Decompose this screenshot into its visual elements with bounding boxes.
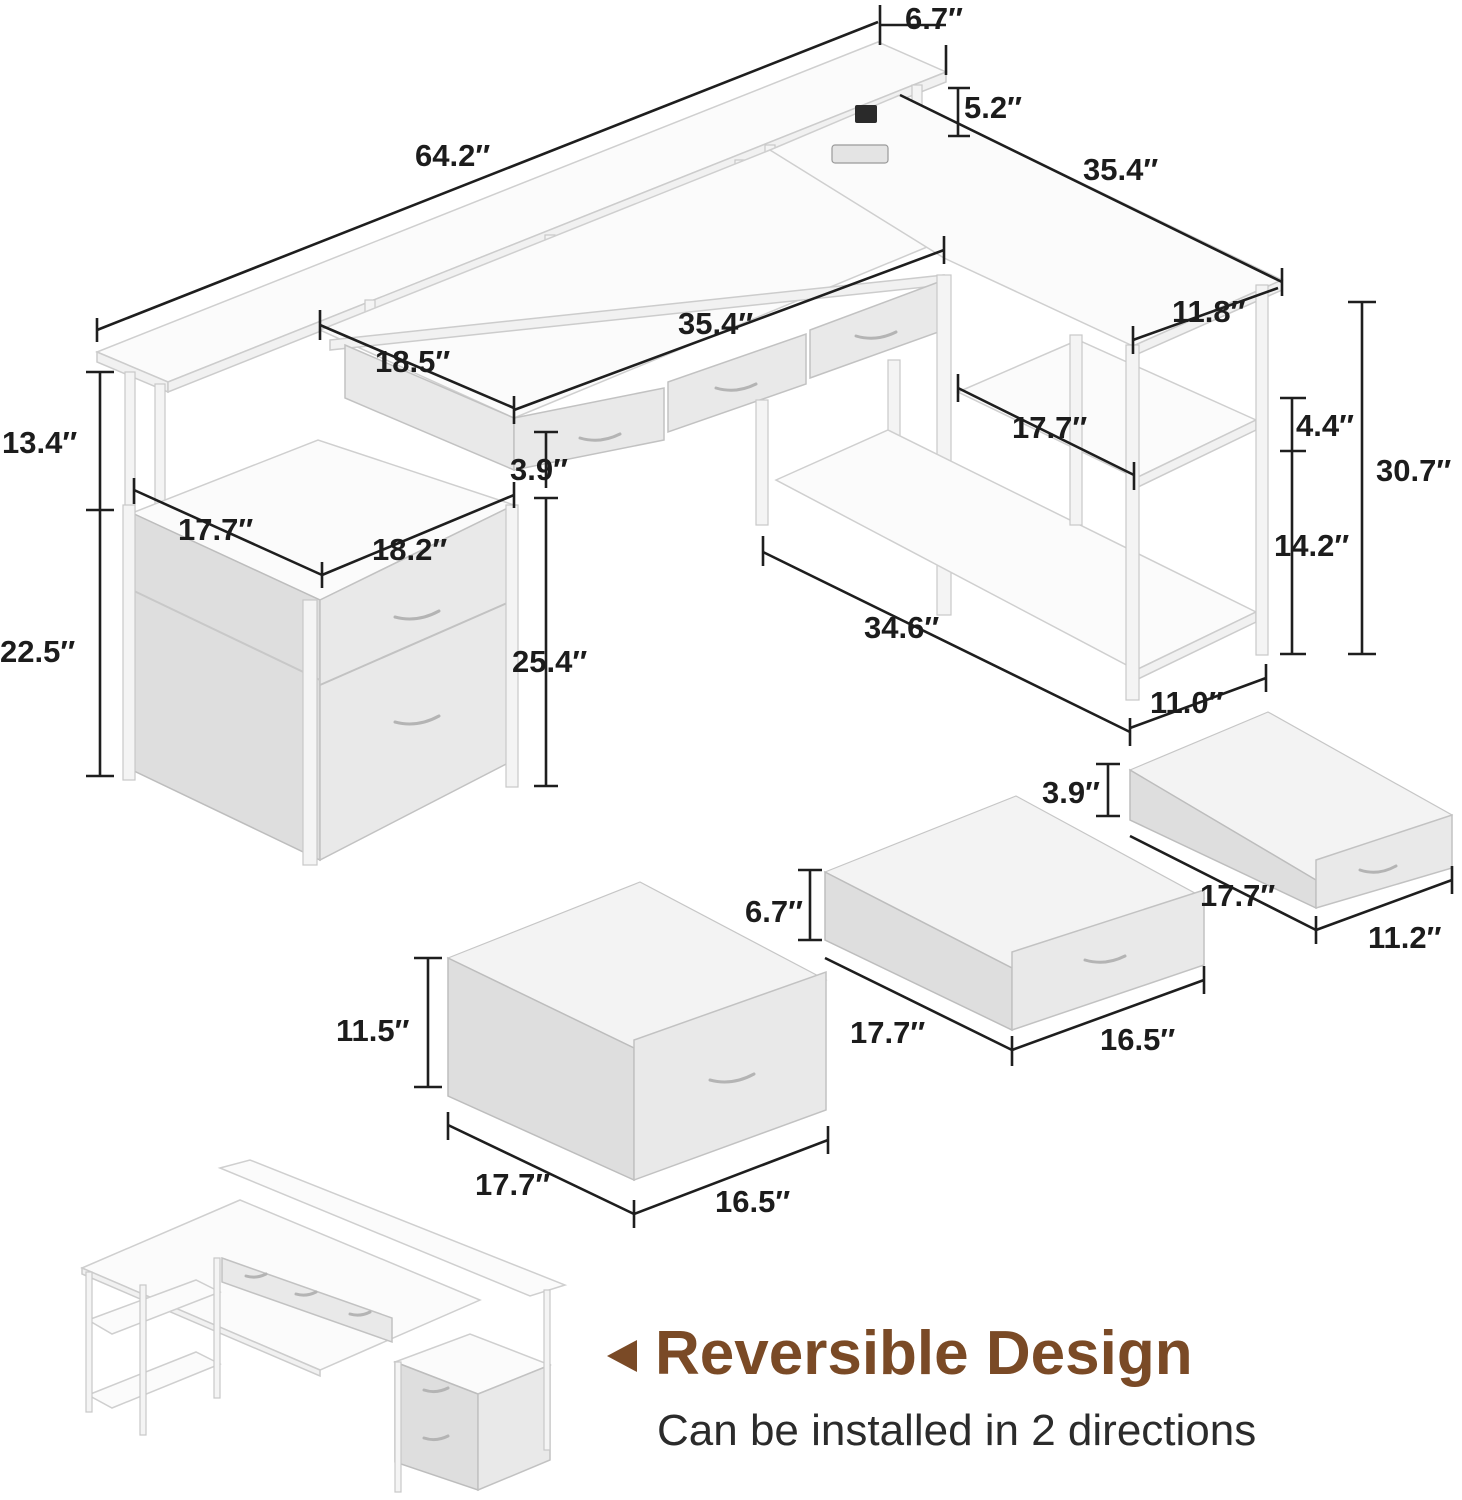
dimension-labels: 6.7″ 5.2″ 64.2″ 35.4″ 35.4″ 11.8″ 18.5″ … (0, 1, 1451, 1219)
medium-drawer-depth-label: 16.5″ (1100, 1022, 1175, 1057)
monitor-shelf-depth-label: 18.5″ (375, 344, 450, 379)
shelf-depth-bottom-label: 11.0″ (1150, 685, 1224, 720)
feature-title: Reversible Design (655, 1319, 1193, 1388)
small-drawer-drawing (1128, 711, 1454, 910)
drawer-gap-label: 3.9″ (510, 452, 568, 487)
cabinet-height-label: 22.5″ (0, 634, 75, 669)
total-width-label: 64.2″ (415, 138, 490, 173)
reversed-desk-thumbnail (80, 1159, 568, 1493)
large-drawer-width-label: 17.7″ (475, 1167, 550, 1202)
leg-span-label: 34.6″ (864, 610, 939, 645)
shelf-depth-top-label: 11.8″ (1172, 294, 1246, 329)
large-drawer-height-label: 11.5″ (336, 1013, 410, 1048)
small-drawer-width-label: 17.7″ (1200, 878, 1275, 913)
medium-drawer-drawing (823, 795, 1206, 1032)
small-drawer-depth-label: 11.2″ (1368, 920, 1442, 955)
return-length-label: 35.4″ (1083, 152, 1158, 187)
shelf-width-label: 17.7″ (1012, 410, 1087, 445)
shelf-spacing-large-label: 14.2″ (1274, 528, 1349, 563)
cabinet-depth-label: 18.2″ (372, 532, 447, 567)
drawer-dimension-lines (414, 762, 1454, 1228)
main-desk-drawing (95, 41, 1284, 866)
medium-drawer-width-label: 17.7″ (850, 1015, 925, 1050)
large-drawer-drawing (446, 881, 828, 1182)
monitor-stand-depth-label: 6.7″ (905, 1, 963, 36)
monitor-stand-height-label: 5.2″ (964, 90, 1022, 125)
upper-height-label: 13.4″ (2, 425, 77, 460)
medium-drawer-height-label: 6.7″ (745, 894, 803, 929)
desk-width-label: 35.4″ (678, 306, 753, 341)
total-height-label: 30.7″ (1376, 453, 1451, 488)
dimension-lines (86, 5, 1376, 788)
feature-subtitle: Can be installed in 2 directions (657, 1406, 1257, 1455)
shelf-spacing-small-label: 4.4″ (1296, 408, 1354, 443)
large-drawer-depth-label: 16.5″ (715, 1184, 790, 1219)
cabinet-width-label: 17.7″ (178, 512, 253, 547)
left-arrow-icon (607, 1340, 637, 1372)
desk-clearance-label: 25.4″ (512, 644, 587, 679)
small-drawer-height-label: 3.9″ (1042, 775, 1100, 810)
